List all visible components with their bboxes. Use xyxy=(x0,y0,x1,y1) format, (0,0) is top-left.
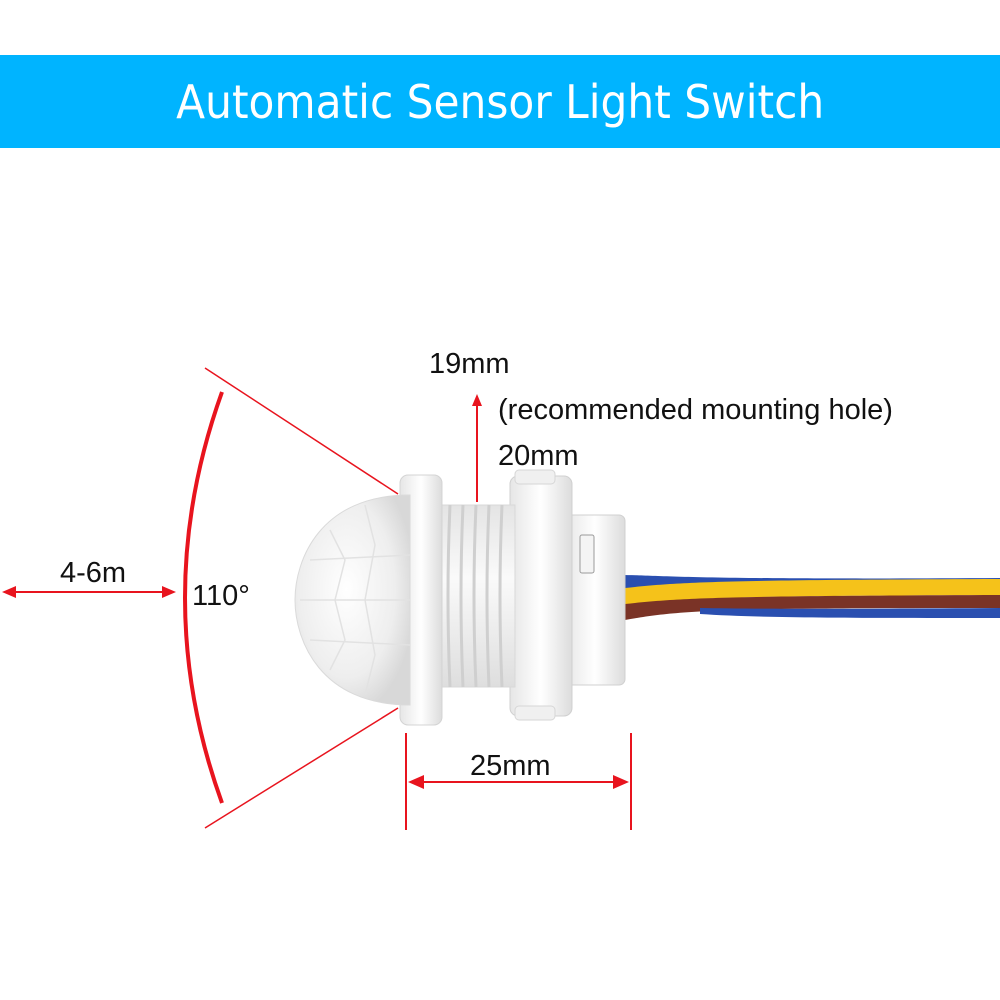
switch-slider xyxy=(579,534,595,574)
rear-housing xyxy=(564,514,626,686)
range-label: 4-6m xyxy=(60,557,127,589)
length-dimension xyxy=(405,733,632,830)
angle-label: 110° xyxy=(192,580,250,612)
banner-title: Automatic Sensor Light Switch xyxy=(176,74,824,129)
mounting-hole-arrow xyxy=(472,394,482,502)
range-arrow xyxy=(2,586,176,598)
wire-yellow xyxy=(625,579,1000,606)
wires xyxy=(620,575,1000,620)
length-label: 25mm xyxy=(470,750,551,782)
hole-min-label: 19mm xyxy=(429,348,510,380)
wire-blue-bottom xyxy=(700,608,1000,618)
detection-angle xyxy=(183,367,399,829)
title-banner: Automatic Sensor Light Switch xyxy=(0,55,1000,148)
threaded-shaft xyxy=(434,504,516,688)
angle-arc xyxy=(183,391,224,804)
hole-max-label: 20mm xyxy=(498,440,579,472)
pir-dome-lens xyxy=(294,494,411,706)
lock-nut xyxy=(509,469,573,721)
wire-brown xyxy=(625,595,1000,620)
hole-note-label: (recommended mounting hole) xyxy=(498,394,893,426)
